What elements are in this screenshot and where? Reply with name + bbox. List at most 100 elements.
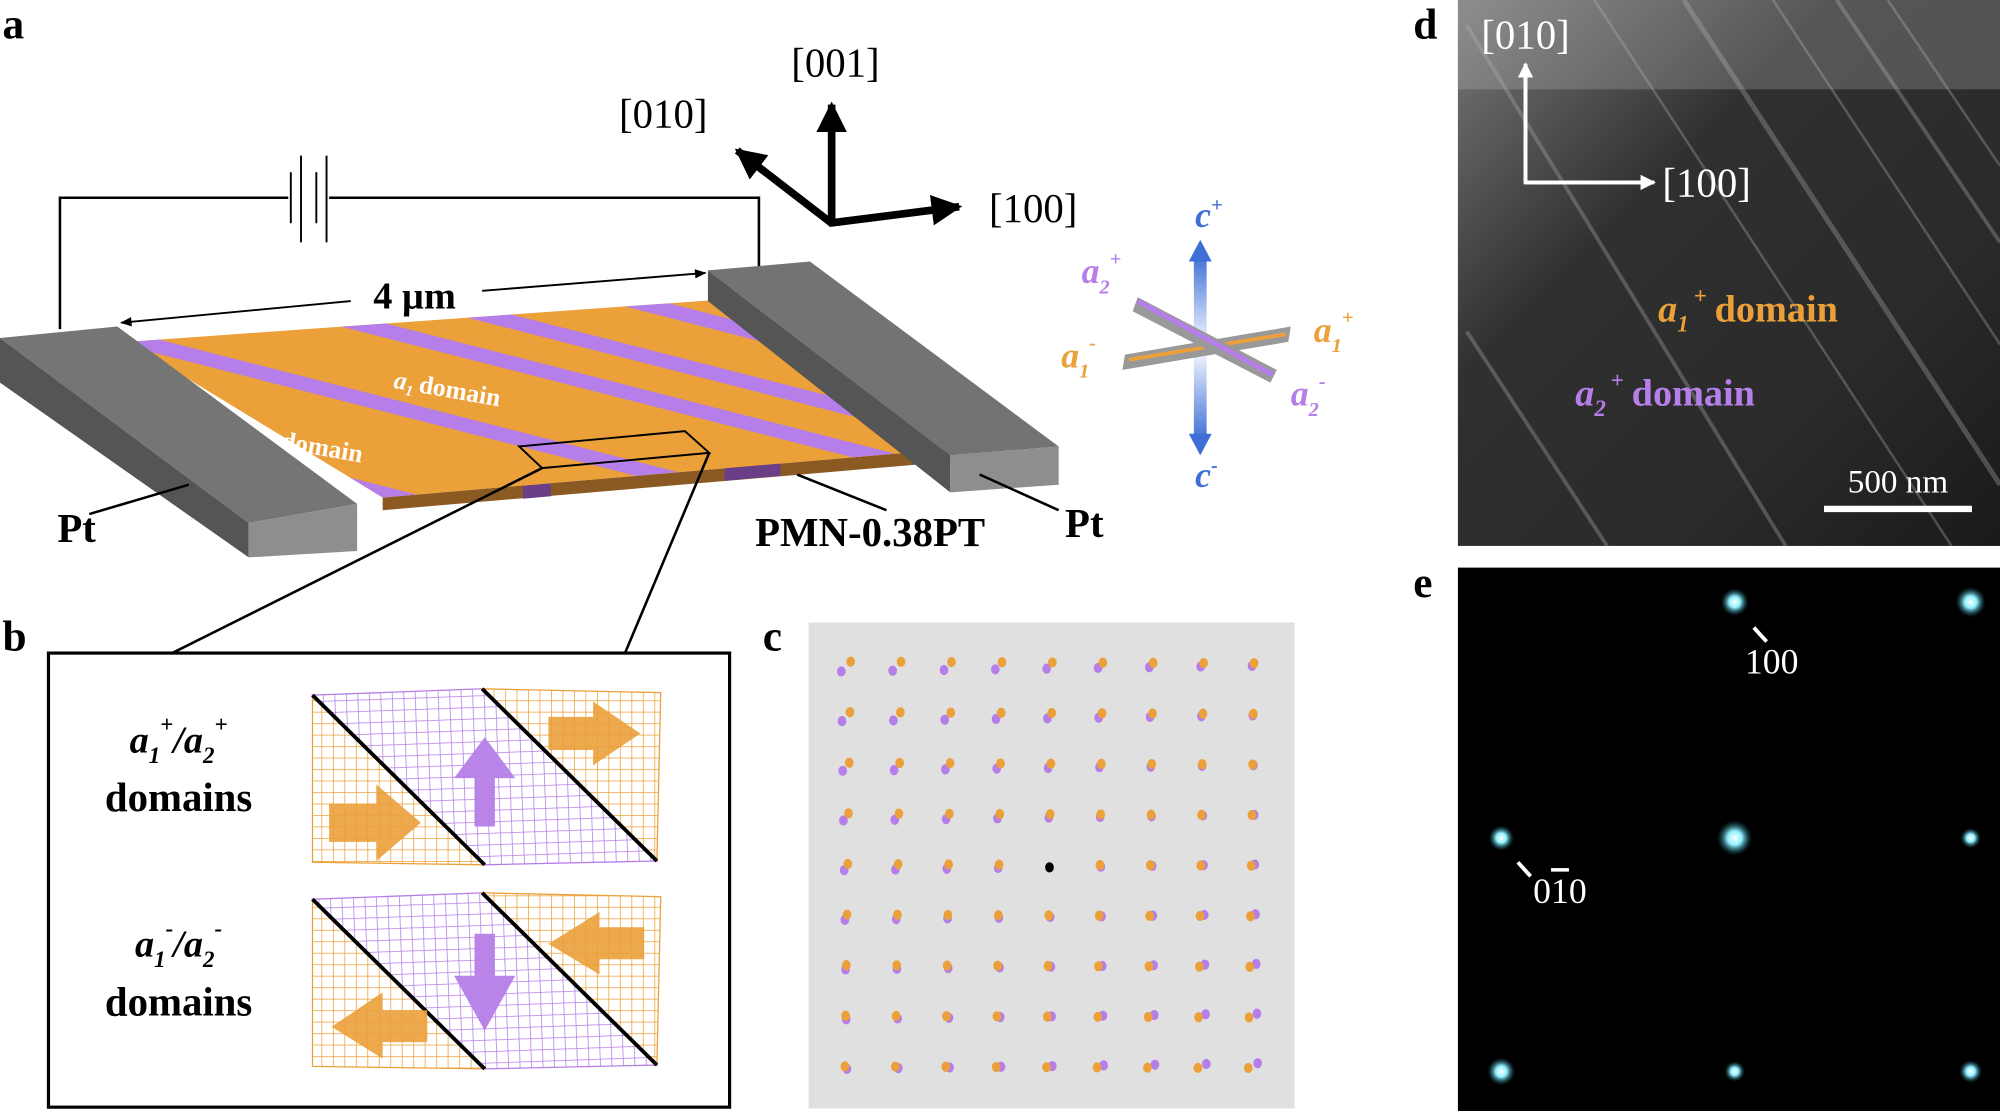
- lattice-top: [311, 687, 662, 867]
- c-plus-label: c+: [1195, 195, 1222, 235]
- orange-lattice-point: [1247, 809, 1257, 821]
- orange-lattice-point: [941, 1061, 951, 1072]
- a1-plus-label: a1+: [1314, 307, 1354, 357]
- pt-right-label: Pt: [1065, 501, 1104, 546]
- orange-lattice-point: [947, 656, 956, 668]
- diffraction-spot: [1955, 586, 1986, 618]
- diffraction-spot: [1724, 1061, 1745, 1082]
- panel-label-c: c: [763, 613, 782, 661]
- orange-lattice-point: [896, 707, 905, 718]
- diffraction-spot: [1960, 827, 1981, 849]
- orange-lattice-point: [1143, 1011, 1153, 1023]
- orange-lattice-point: [892, 960, 902, 971]
- orange-lattice-point: [992, 1011, 1002, 1022]
- orange-lattice-point: [891, 1010, 901, 1022]
- orange-lattice-point: [1097, 708, 1107, 719]
- orange-lattice-point: [1042, 1062, 1051, 1073]
- orange-lattice-point: [1194, 1012, 1203, 1023]
- diffraction-spot: [1488, 825, 1515, 851]
- orange-lattice-point: [1043, 960, 1053, 972]
- orange-lattice-point: [994, 910, 1003, 921]
- orange-lattice-point: [1144, 961, 1154, 972]
- orange-lattice-point: [1094, 961, 1103, 972]
- orange-lattice-point: [1048, 657, 1057, 668]
- orange-lattice-point: [893, 859, 903, 870]
- arrow-up-icon: [454, 737, 516, 827]
- purple-lattice-point: [1253, 1058, 1262, 1069]
- orange-lattice-point: [944, 859, 953, 870]
- film-top: [127, 298, 951, 498]
- orange-lattice-point: [1044, 910, 1054, 921]
- orange-lattice-point: [1148, 657, 1158, 668]
- purple-lattice-point: [838, 765, 848, 776]
- orange-lattice-point: [842, 960, 851, 971]
- orange-lattice-point: [1246, 911, 1255, 922]
- tem-domain-bands: [1465, 0, 2000, 547]
- panel-label-a: a: [3, 0, 25, 48]
- orange-lattice-point: [1199, 657, 1208, 669]
- purple-lattice-point: [839, 815, 848, 826]
- orange-lattice-point: [1042, 1011, 1052, 1022]
- diffraction-spot: [1959, 1059, 1983, 1083]
- diffraction-spot: [1487, 1057, 1516, 1086]
- battery-icon: [289, 155, 328, 243]
- purple-lattice-point: [991, 664, 1000, 675]
- orange-lattice-point: [893, 909, 902, 920]
- orange-lattice-point: [1246, 860, 1256, 871]
- orange-lattice-point: [841, 1010, 850, 1021]
- orange-lattice-point: [1095, 859, 1105, 871]
- left-electrode: [0, 326, 358, 558]
- film-label: PMN-0.38PT: [755, 510, 985, 555]
- panel-b: b a1+/a2+ domains a1-/a2- domains: [3, 613, 732, 1109]
- purple-lattice-point: [939, 664, 949, 676]
- origin-point: [1045, 862, 1054, 873]
- purple-lattice-point: [1201, 1009, 1210, 1020]
- orange-lattice-point: [1047, 707, 1056, 719]
- crystal-axes: [734, 101, 963, 228]
- orange-lattice-point: [842, 909, 852, 920]
- arrow-left-icon: [548, 912, 645, 975]
- bottom-domain-formula: a1-/a2-: [135, 916, 222, 972]
- purple-lattice-point: [1150, 1059, 1160, 1070]
- top-domain-formula: a1+/a2+: [130, 712, 228, 768]
- orange-lattice-point: [1194, 961, 1204, 972]
- purple-lattice-point: [837, 716, 847, 727]
- orange-lattice-point: [945, 758, 955, 769]
- orange-lattice-point: [1146, 860, 1155, 871]
- diffraction-spot: [1716, 820, 1753, 856]
- axis-010-label: [010]: [619, 92, 707, 137]
- orange-lattice-point: [993, 960, 1002, 971]
- panel-label-b: b: [3, 613, 27, 661]
- panel-e: e 100 010: [1413, 559, 2000, 1111]
- orange-lattice-point: [1046, 758, 1056, 769]
- tem-a1-domain-label: a1+domain: [1658, 284, 1838, 337]
- orange-lattice-point: [895, 757, 904, 769]
- orange-lattice-point: [1092, 1062, 1102, 1073]
- orange-lattice-point: [846, 656, 855, 667]
- purple-lattice-point: [1099, 1060, 1108, 1071]
- a2-plus-label: a2+: [1082, 248, 1122, 298]
- panel-label-e: e: [1413, 559, 1432, 607]
- orange-lattice-point: [943, 909, 953, 921]
- axis-100-label: [100]: [989, 186, 1077, 231]
- circuit: [58, 155, 761, 330]
- arrow-right-icon: [548, 701, 641, 766]
- purple-lattice-point: [888, 665, 898, 676]
- scale-bar-label: 500 nm: [1848, 463, 1949, 500]
- orange-lattice-point: [1097, 758, 1106, 769]
- orange-lattice-point: [997, 657, 1007, 668]
- orange-lattice-point: [890, 1061, 900, 1072]
- right-electrode: [707, 261, 1059, 493]
- orange-lattice-point: [996, 758, 1005, 769]
- orange-lattice-point: [844, 757, 854, 768]
- orange-lattice-point: [1195, 910, 1205, 922]
- purple-lattice-point: [889, 715, 898, 726]
- orange-lattice-point: [996, 707, 1006, 718]
- tem-axis-100: [100]: [1662, 160, 1750, 205]
- orange-lattice-point: [1245, 961, 1255, 972]
- orange-lattice-point: [1249, 708, 1258, 719]
- lattice-bottom: [311, 891, 662, 1071]
- orange-lattice-point: [995, 808, 1005, 820]
